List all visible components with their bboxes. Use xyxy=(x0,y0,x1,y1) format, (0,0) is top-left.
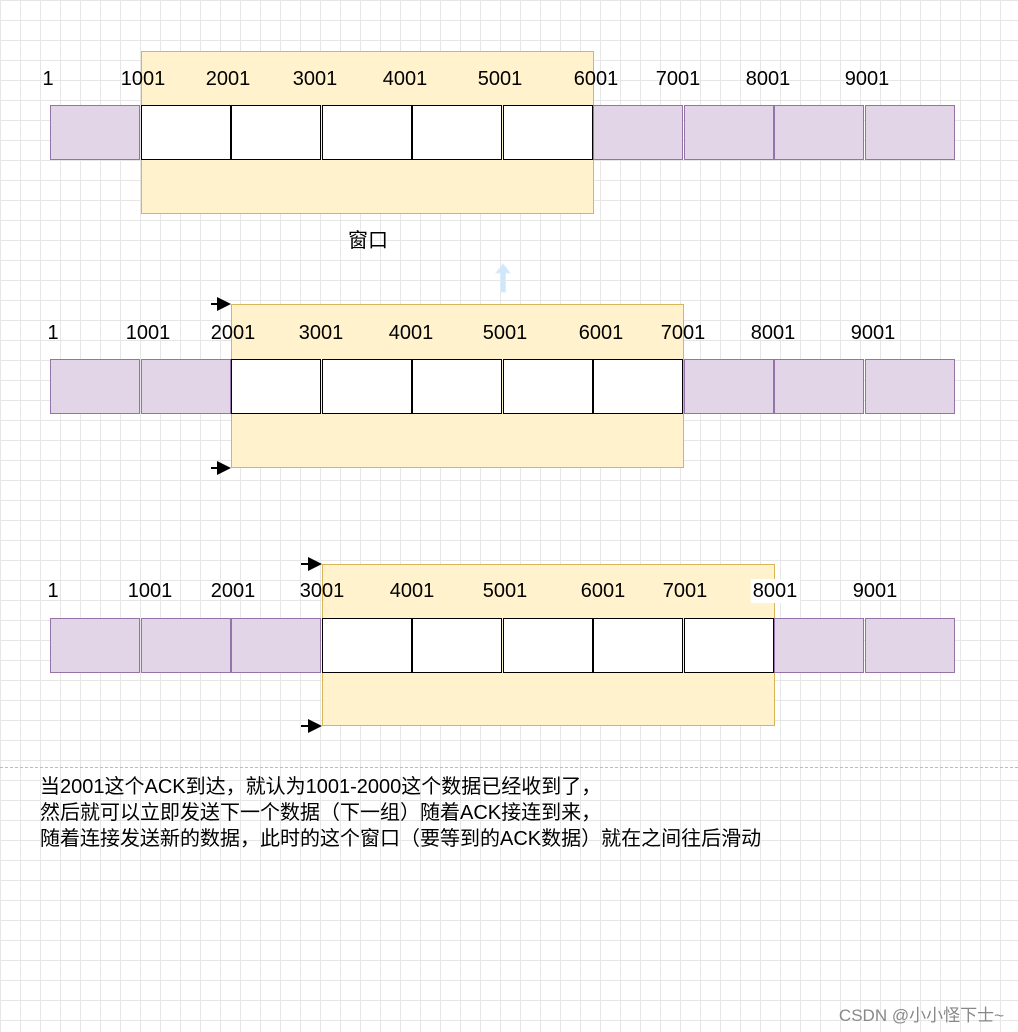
sequence-label: 6001 xyxy=(573,68,619,90)
segment-strip xyxy=(50,359,955,414)
data-segment xyxy=(864,359,955,414)
data-segment xyxy=(774,618,864,673)
sequence-label: 5001 xyxy=(477,68,523,90)
segment-strip xyxy=(50,105,955,160)
sequence-label: 7001 xyxy=(655,68,701,90)
slide-arrow-top-icon xyxy=(210,297,232,311)
window-segment xyxy=(502,105,593,160)
data-segment xyxy=(593,105,683,160)
window-segment xyxy=(593,618,683,673)
divider xyxy=(0,767,1018,768)
sequence-label: 6001 xyxy=(580,580,626,602)
note-line-2: 然后就可以立即发送下一个数据（下一组）随着ACK接连到来， xyxy=(40,802,602,824)
sequence-label: 1 xyxy=(47,580,59,602)
sequence-label: 1 xyxy=(42,68,54,90)
window-segment xyxy=(502,359,593,414)
sequence-label: 8001 xyxy=(745,68,791,90)
window-segment xyxy=(321,105,412,160)
data-segment xyxy=(140,359,231,414)
window-segment xyxy=(321,618,412,673)
sequence-label: 3001 xyxy=(292,68,338,90)
sequence-label: 9001 xyxy=(844,68,890,90)
segment-strip xyxy=(50,618,955,673)
sequence-label: 9001 xyxy=(850,322,896,344)
sequence-label: 1001 xyxy=(125,322,171,344)
note-line-1: 当2001这个ACK到达，就认为1001-2000这个数据已经收到了， xyxy=(40,776,602,798)
window-segment xyxy=(140,105,231,160)
sequence-label: 7001 xyxy=(662,580,708,602)
sequence-label: 2001 xyxy=(210,322,256,344)
explanation-note: 当2001这个ACK到达，就认为1001-2000这个数据已经收到了， 然后就可… xyxy=(40,774,761,852)
slide-arrow-bottom-icon xyxy=(210,461,232,475)
data-segment xyxy=(231,618,321,673)
sequence-label: 3001 xyxy=(298,322,344,344)
data-segment xyxy=(774,105,864,160)
watermark: CSDN @小小怪下士~ xyxy=(838,1006,1004,1025)
window-segment xyxy=(321,359,412,414)
sequence-label: 4001 xyxy=(389,580,435,602)
window-segment xyxy=(683,618,774,673)
note-line-3: 随着连接发送新的数据，此时的这个窗口（要等到的ACK数据）就在之间往后滑动 xyxy=(40,828,762,850)
sequence-label: 5001 xyxy=(482,322,528,344)
up-arrow-icon xyxy=(494,263,512,293)
sequence-label: 1001 xyxy=(127,580,173,602)
sequence-label: 6001 xyxy=(578,322,624,344)
data-segment xyxy=(140,618,231,673)
slide-arrow-bottom-icon xyxy=(301,719,322,733)
sequence-label: 3001 xyxy=(299,580,345,602)
sequence-label: 2001 xyxy=(210,580,256,602)
sequence-label: 1 xyxy=(47,322,59,344)
data-segment xyxy=(864,105,955,160)
slide-arrow-top-icon xyxy=(301,557,322,571)
data-segment xyxy=(774,359,864,414)
window-segment xyxy=(231,359,321,414)
sequence-label: 4001 xyxy=(382,68,428,90)
data-segment xyxy=(864,618,955,673)
sequence-label: 8001 xyxy=(750,579,800,603)
data-segment xyxy=(50,105,140,160)
data-segment xyxy=(683,105,774,160)
window-segment xyxy=(502,618,593,673)
sequence-label: 1001 xyxy=(120,68,166,90)
sequence-label: 8001 xyxy=(750,322,796,344)
data-segment xyxy=(50,359,140,414)
sequence-label: 5001 xyxy=(482,580,528,602)
window-segment xyxy=(412,105,502,160)
sequence-label: 2001 xyxy=(205,68,251,90)
sequence-label: 4001 xyxy=(388,322,434,344)
window-segment xyxy=(231,105,321,160)
sequence-label: 7001 xyxy=(660,322,706,344)
data-segment xyxy=(50,618,140,673)
window-segment xyxy=(593,359,683,414)
window-label: 窗口 xyxy=(348,230,388,252)
window-segment xyxy=(412,618,502,673)
sequence-label: 9001 xyxy=(852,580,898,602)
window-segment xyxy=(412,359,502,414)
data-segment xyxy=(683,359,774,414)
